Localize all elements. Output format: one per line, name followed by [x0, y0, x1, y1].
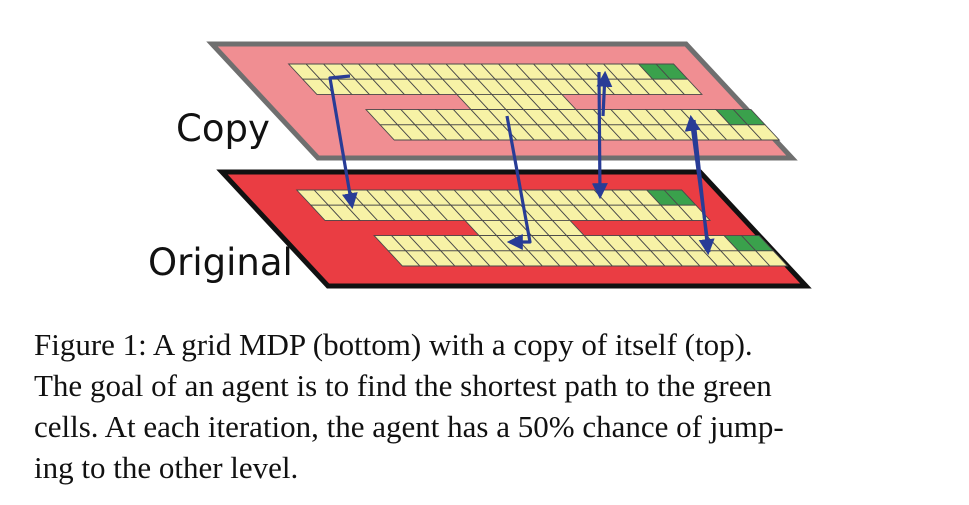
jump-arrow: [684, 114, 711, 253]
caption-line-3: cells. At each iteration, the agent has …: [34, 409, 784, 444]
figure-caption: Figure 1: A grid MDP (bottom) with a cop…: [34, 324, 934, 488]
caption-line-4: ing to the other level.: [34, 450, 299, 485]
jump-arrow: [591, 71, 608, 200]
grid-cell: [754, 250, 789, 267]
caption-line-2: The goal of an agent is to find the shor…: [34, 368, 772, 403]
grid-cell: [669, 78, 703, 95]
caption-line-1: Figure 1: A grid MDP (bottom) with a cop…: [34, 327, 753, 362]
grid-cell: [677, 204, 712, 221]
jump-arrow: [328, 74, 358, 210]
copy-plane: [206, 41, 798, 161]
grid-mdp-diagram: [206, 41, 812, 289]
original-plane: [216, 169, 812, 289]
grid-cell: [746, 124, 781, 141]
jump-arrow: [505, 115, 532, 250]
original-label: Original: [148, 241, 293, 284]
grid-mdp-figure: Copy Original: [148, 41, 812, 289]
copy-label: Copy: [176, 107, 270, 150]
jump-arrow: [596, 70, 613, 117]
